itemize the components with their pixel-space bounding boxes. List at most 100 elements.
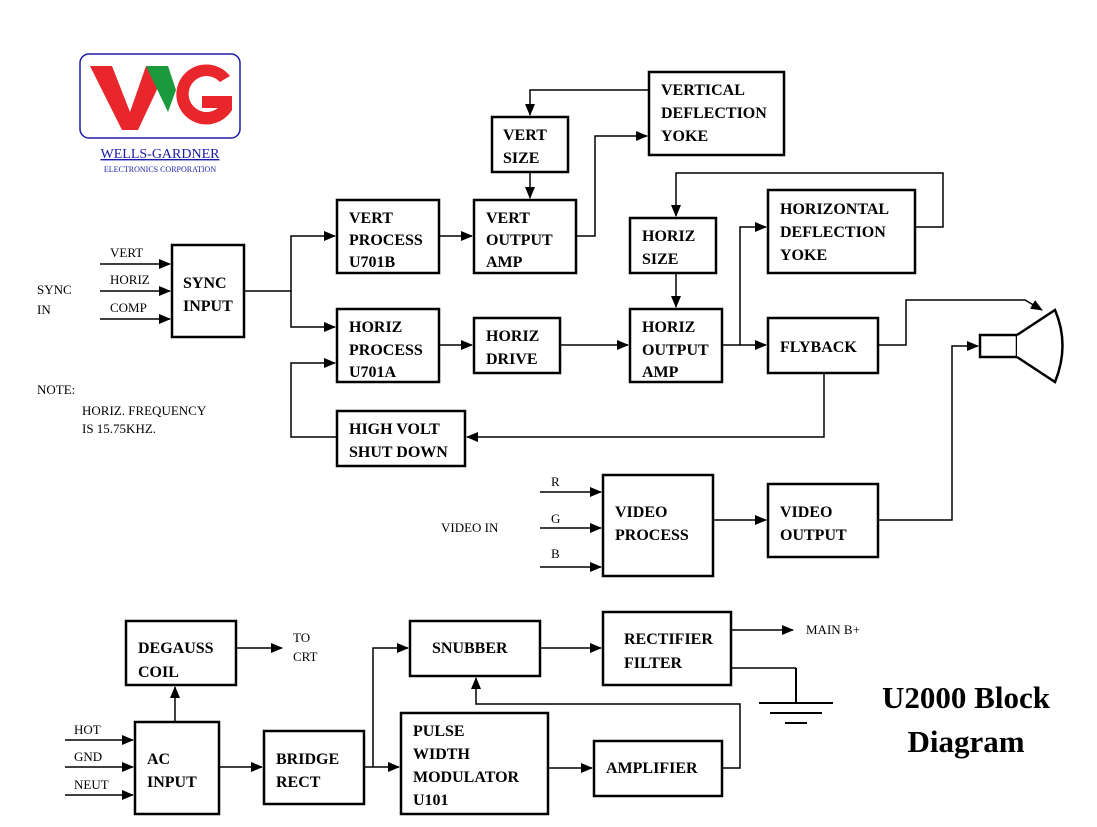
sync-line-horiz-label: HORIZ bbox=[110, 272, 150, 287]
block-vertical-yoke-line3: YOKE bbox=[661, 128, 708, 145]
block-ac-input-line1: AC bbox=[147, 751, 170, 768]
crt-icon bbox=[978, 308, 1064, 384]
block-horiz-output-amp-line3: AMP bbox=[642, 364, 679, 381]
wire-sync-to-vert-process bbox=[245, 231, 336, 292]
block-ac-input: AC INPUT bbox=[133, 720, 221, 816]
block-bridge-rect-line1: BRIDGE bbox=[276, 751, 339, 768]
block-rectifier-filter-line1: RECTIFIER bbox=[624, 631, 713, 648]
note-line1: HORIZ. FREQUENCY bbox=[82, 403, 207, 418]
block-amplifier: AMPLIFIER bbox=[592, 739, 724, 798]
block-horiz-output-amp-line1: HORIZ bbox=[642, 319, 695, 336]
block-vert-process: VERT PROCESS U701B bbox=[335, 198, 441, 275]
logo-w-green-icon bbox=[146, 66, 176, 112]
block-bridge-rect: BRIDGE RECT bbox=[262, 729, 366, 806]
sync-line-comp-label: COMP bbox=[110, 300, 147, 315]
logo-g-icon bbox=[176, 64, 232, 125]
video-line-g-label: G bbox=[551, 511, 560, 526]
wire-horiz-yoke-to-size bbox=[671, 172, 944, 228]
block-snubber-line1: SNUBBER bbox=[432, 640, 508, 657]
block-ac-input-line2: INPUT bbox=[147, 774, 197, 791]
block-horizontal-yoke-line3: YOKE bbox=[780, 247, 827, 264]
block-vert-output-amp-line3: AMP bbox=[486, 254, 523, 271]
block-pwm-line2: WIDTH bbox=[413, 746, 470, 763]
power-line-gnd-label: GND bbox=[74, 749, 102, 764]
block-vert-size-line1: VERT bbox=[503, 127, 547, 144]
block-video-process-line1: VIDEO bbox=[615, 504, 667, 521]
block-sync-input: SYNC INPUT bbox=[170, 243, 246, 339]
wire-flyback-to-crt bbox=[879, 299, 1043, 346]
block-sync-input-line2: INPUT bbox=[183, 298, 233, 315]
block-amplifier-line1: AMPLIFIER bbox=[606, 760, 698, 777]
block-video-output: VIDEO OUTPUT bbox=[766, 482, 880, 559]
note-heading: NOTE: bbox=[37, 382, 75, 397]
ground-icon bbox=[759, 668, 833, 724]
block-flyback-line1: FLYBACK bbox=[780, 339, 857, 356]
block-vertical-yoke-line2: DEFLECTION bbox=[661, 105, 767, 122]
block-vert-process-line1: VERT bbox=[349, 210, 393, 227]
block-horiz-process-line2: PROCESS bbox=[349, 342, 423, 359]
power-line-neut-label: NEUT bbox=[74, 777, 109, 792]
block-vert-process-line2: PROCESS bbox=[349, 232, 423, 249]
block-high-volt-line2: SHUT DOWN bbox=[349, 444, 448, 461]
wire-high-volt-to-horiz-process bbox=[290, 358, 337, 438]
block-video-process: VIDEO PROCESS bbox=[601, 473, 715, 578]
block-pulse-width-modulator: PULSE WIDTH MODULATOR U101 bbox=[399, 711, 550, 816]
block-rectifier-filter: RECTIFIER FILTER bbox=[601, 610, 733, 687]
block-vert-output-amp-line1: VERT bbox=[486, 210, 530, 227]
sync-in-label-1: SYNC bbox=[37, 282, 72, 297]
diagram-title-line1: U2000 Block bbox=[882, 680, 1051, 715]
block-pwm-line3: MODULATOR bbox=[413, 769, 520, 786]
logo-w-red-icon bbox=[90, 66, 168, 130]
block-horiz-drive-line1: HORIZ bbox=[486, 328, 539, 345]
block-degauss-coil: DEGAUSS COIL bbox=[124, 619, 238, 687]
block-vert-output-amp: VERT OUTPUT AMP bbox=[472, 198, 578, 275]
video-line-r-label: R bbox=[551, 474, 560, 489]
block-horizontal-deflection-yoke: HORIZONTAL DEFLECTION YOKE bbox=[766, 188, 917, 275]
block-horizontal-yoke-line1: HORIZONTAL bbox=[780, 201, 889, 218]
wire-video-output-to-crt bbox=[879, 341, 979, 521]
block-horiz-size-line1: HORIZ bbox=[642, 228, 695, 245]
block-vert-size-line2: SIZE bbox=[503, 150, 539, 167]
block-bridge-rect-line2: RECT bbox=[276, 774, 321, 791]
block-horiz-size-line2: SIZE bbox=[642, 251, 678, 268]
wire-vert-yoke-to-size bbox=[525, 89, 649, 116]
block-video-process-line2: PROCESS bbox=[615, 527, 689, 544]
sync-in-label-2: IN bbox=[37, 302, 51, 317]
to-crt-label-1: TO bbox=[293, 630, 310, 645]
block-high-volt-line1: HIGH VOLT bbox=[349, 421, 440, 438]
block-horiz-output-amp-line2: OUTPUT bbox=[642, 342, 709, 359]
block-vert-size: VERT SIZE bbox=[490, 115, 570, 174]
block-rectifier-filter-line2: FILTER bbox=[624, 655, 683, 672]
video-in-label: VIDEO IN bbox=[441, 520, 499, 535]
block-video-output-line2: OUTPUT bbox=[780, 527, 847, 544]
block-vert-process-line3: U701B bbox=[349, 254, 396, 271]
block-pwm-line4: U101 bbox=[413, 792, 449, 809]
power-line-hot-label: HOT bbox=[74, 722, 101, 737]
block-horiz-size: HORIZ SIZE bbox=[628, 216, 718, 275]
block-vert-output-amp-line2: OUTPUT bbox=[486, 232, 553, 249]
diagram-title-line2: Diagram bbox=[907, 724, 1024, 759]
block-degauss-coil-line2: COIL bbox=[138, 664, 179, 681]
block-vertical-yoke-line1: VERTICAL bbox=[661, 82, 745, 99]
block-high-volt-shut-down: HIGH VOLT SHUT DOWN bbox=[335, 409, 467, 468]
main-b-plus-label: MAIN B+ bbox=[806, 622, 860, 637]
note-line2: IS 15.75KHZ. bbox=[82, 421, 156, 436]
block-sync-input-line1: SYNC bbox=[183, 275, 227, 292]
logo-company-subtitle: ELECTRONICS CORPORATION bbox=[104, 165, 216, 174]
sync-line-vert-label: VERT bbox=[110, 245, 143, 260]
block-flyback: FLYBACK bbox=[766, 316, 880, 375]
wire-vert-output-to-yoke bbox=[577, 131, 648, 237]
wire-bridge-to-snubber bbox=[372, 643, 409, 767]
block-horiz-drive-line2: DRIVE bbox=[486, 351, 538, 368]
block-horiz-process-line1: HORIZ bbox=[349, 319, 402, 336]
block-horiz-drive: HORIZ DRIVE bbox=[472, 316, 562, 375]
block-degauss-coil-line1: DEGAUSS bbox=[138, 640, 214, 657]
video-line-b-label: B bbox=[551, 546, 560, 561]
logo-company-name: WELLS-GARDNER bbox=[101, 147, 221, 162]
connection-lines bbox=[65, 89, 1043, 800]
wire-horiz-output-to-yoke bbox=[739, 222, 767, 345]
block-horiz-process-line3: U701A bbox=[349, 364, 397, 381]
block-vertical-deflection-yoke: VERTICAL DEFLECTION YOKE bbox=[647, 70, 786, 157]
